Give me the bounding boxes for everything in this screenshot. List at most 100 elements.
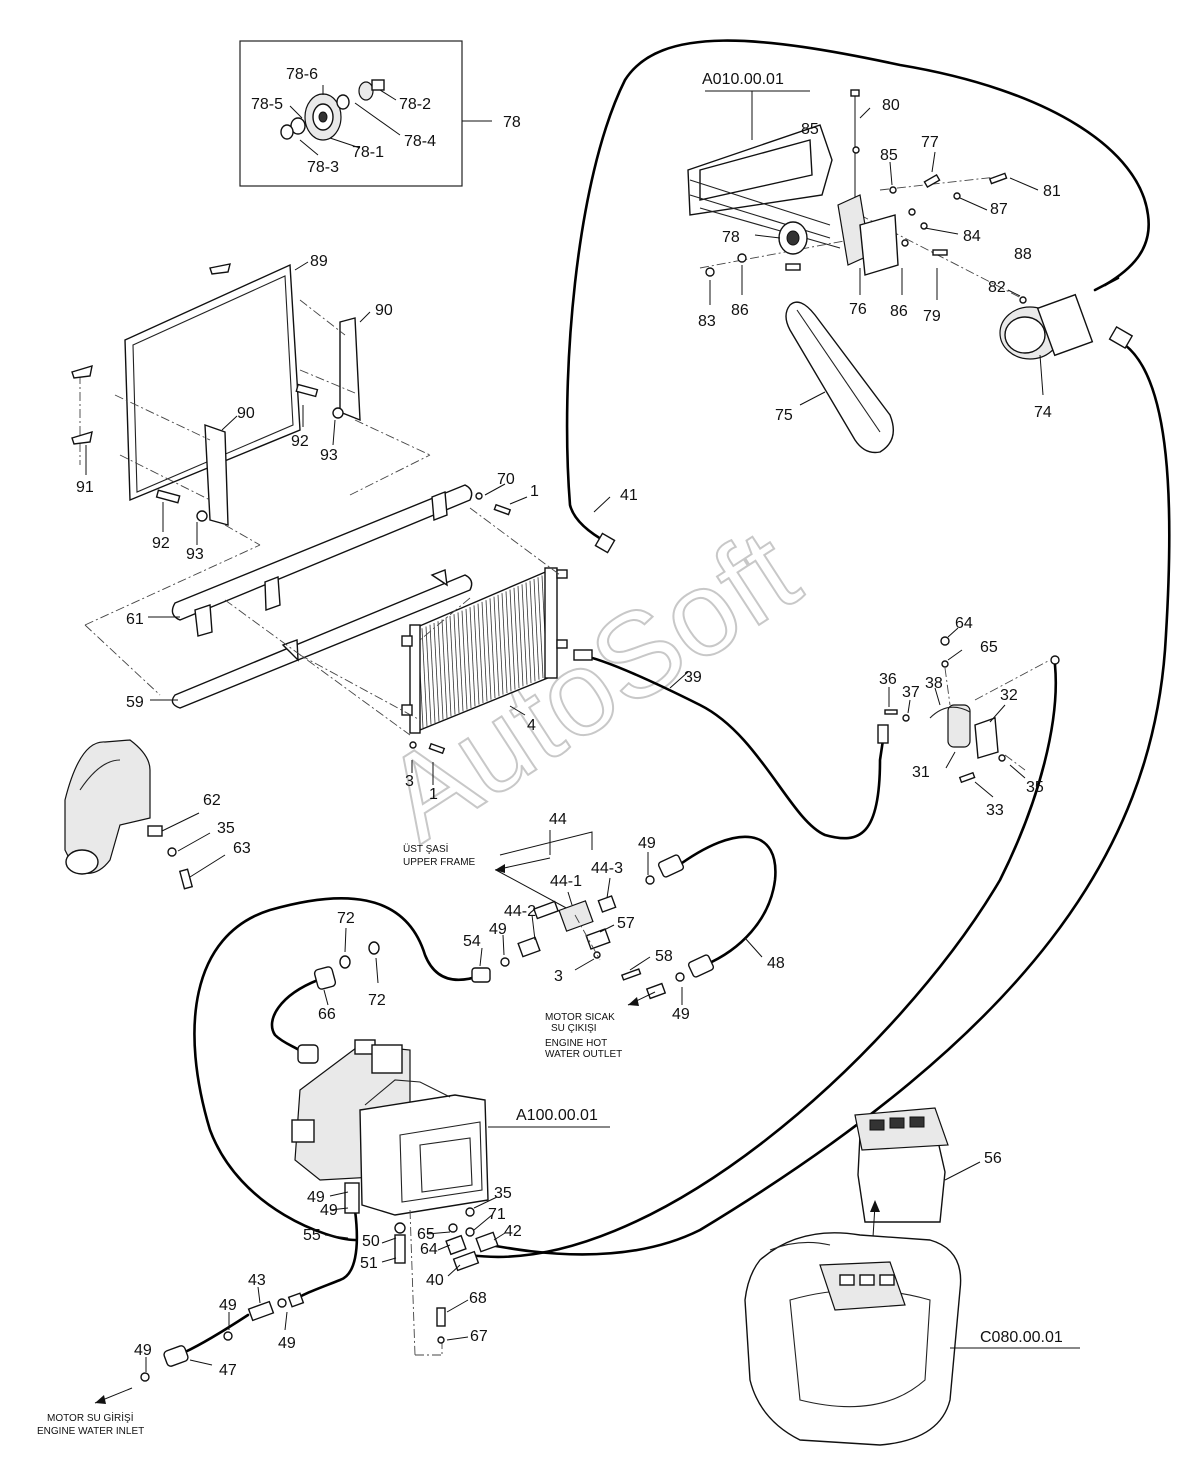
part-label: 87 <box>990 201 1008 218</box>
condenser-frame-group <box>71 261 431 696</box>
part-label: 58 <box>655 948 673 965</box>
part-label: 75 <box>775 407 793 424</box>
part-label: 92 <box>291 433 309 450</box>
condenser-fin <box>533 579 540 680</box>
part-label: 77 <box>921 134 939 151</box>
part-label: 49 <box>320 1202 338 1219</box>
part-label: 85 <box>880 147 898 164</box>
part-label: 78-1 <box>352 144 384 161</box>
part-label: 86 <box>890 303 908 320</box>
condenser-fin <box>505 591 512 692</box>
condenser-fin <box>537 577 544 679</box>
part-label: 78 <box>722 229 740 246</box>
part-label: 82 <box>988 279 1006 296</box>
part-label: 63 <box>233 840 251 857</box>
part-label: 44-1 <box>550 873 582 890</box>
part-label: 48 <box>767 955 785 972</box>
part-label: 40 <box>426 1272 444 1289</box>
condenser-fin <box>481 601 488 702</box>
part-label: 83 <box>698 313 716 330</box>
note-water-inlet-en: ENGINE WATER INLET <box>37 1426 144 1437</box>
condenser-fin <box>429 624 436 724</box>
part-label: A010.00.01 <box>702 71 784 88</box>
compressor-bracket-group <box>687 89 1094 454</box>
part-label: 56 <box>984 1150 1002 1167</box>
condenser-fin <box>437 621 444 720</box>
part-label: 49 <box>307 1189 325 1206</box>
part-label: 90 <box>375 302 393 319</box>
part-label: A100.00.01 <box>516 1107 598 1124</box>
condenser-fin <box>497 594 504 695</box>
part-label: 55 <box>303 1227 321 1244</box>
condenser-fin <box>433 622 440 722</box>
part-label: 3 <box>554 968 563 985</box>
condenser-fin <box>453 614 460 714</box>
condenser <box>224 507 568 785</box>
part-label: 49 <box>219 1297 237 1314</box>
part-label: 64 <box>420 1241 438 1258</box>
valve-fitting <box>479 830 685 1006</box>
condenser-fin <box>489 598 496 699</box>
part-label: 38 <box>925 675 943 692</box>
part-label: 50 <box>362 1233 380 1250</box>
part-label: 88 <box>1014 246 1032 263</box>
condenser-fin <box>449 615 456 715</box>
air-duct <box>64 739 226 890</box>
note-upper-frame-tr: ÜST ŞASİ <box>403 842 448 855</box>
refrigerant-hoses <box>94 39 1171 1404</box>
part-label: 78-2 <box>399 96 431 113</box>
part-label: C080.00.01 <box>980 1329 1063 1346</box>
part-label: 49 <box>638 835 656 852</box>
part-label: 1 <box>530 483 539 500</box>
note-water-inlet-tr: MOTOR SU GİRİŞİ <box>47 1411 134 1424</box>
part-label: 93 <box>320 447 338 464</box>
part-label: 79 <box>923 308 941 325</box>
condenser-fin <box>469 607 476 707</box>
part-label: 93 <box>186 546 204 563</box>
condenser-fin <box>441 619 448 719</box>
note-hot-water-tr-1: MOTOR SICAK <box>545 1012 615 1023</box>
part-labels: 78-6 78-5 78-2 78-1 78-4 78-3 78 A010.00… <box>76 66 1063 1379</box>
notes: ÜST ŞASİ UPPER FRAME MOTOR SICAK SU ÇIKI… <box>37 842 622 1437</box>
part-label: 35 <box>217 820 235 837</box>
note-hot-water-tr-2: SU ÇIKIŞI <box>551 1023 597 1034</box>
part-label: 35 <box>494 1185 512 1202</box>
condenser-fin <box>509 589 516 690</box>
part-label: 78-4 <box>404 133 436 150</box>
note-hot-water-en-2: WATER OUTLET <box>545 1049 622 1060</box>
condenser-fin <box>485 600 492 700</box>
part-label: 39 <box>684 669 702 686</box>
part-label: 74 <box>1034 404 1052 421</box>
part-label: 68 <box>469 1290 487 1307</box>
part-label: 44 <box>549 811 567 828</box>
part-label: 89 <box>310 253 328 270</box>
condenser-fin <box>529 580 536 682</box>
part-label: 3 <box>405 773 414 790</box>
part-label: 64 <box>955 615 973 632</box>
part-label: 41 <box>620 487 638 504</box>
part-label: 65 <box>417 1226 435 1243</box>
condenser-fin <box>513 587 520 689</box>
part-label: 91 <box>76 479 94 496</box>
part-label: 62 <box>203 792 221 809</box>
receiver-drier <box>884 627 1060 798</box>
part-label: 51 <box>360 1255 378 1272</box>
part-label: 65 <box>980 639 998 656</box>
condenser-fin <box>457 612 464 712</box>
part-label: 72 <box>368 992 386 1009</box>
part-label: 61 <box>126 611 144 628</box>
part-label: 57 <box>617 915 635 932</box>
part-label: 54 <box>463 933 481 950</box>
part-label: 92 <box>152 535 170 552</box>
part-label: 44-2 <box>504 903 536 920</box>
part-label: 70 <box>497 471 515 488</box>
part-label: 37 <box>902 684 920 701</box>
part-label: 49 <box>489 921 507 938</box>
condenser-fin <box>445 617 452 717</box>
condenser-fin <box>525 582 532 684</box>
part-label: 35 <box>1026 779 1044 796</box>
part-label: 78-3 <box>307 159 339 176</box>
condenser-fin <box>521 584 528 685</box>
